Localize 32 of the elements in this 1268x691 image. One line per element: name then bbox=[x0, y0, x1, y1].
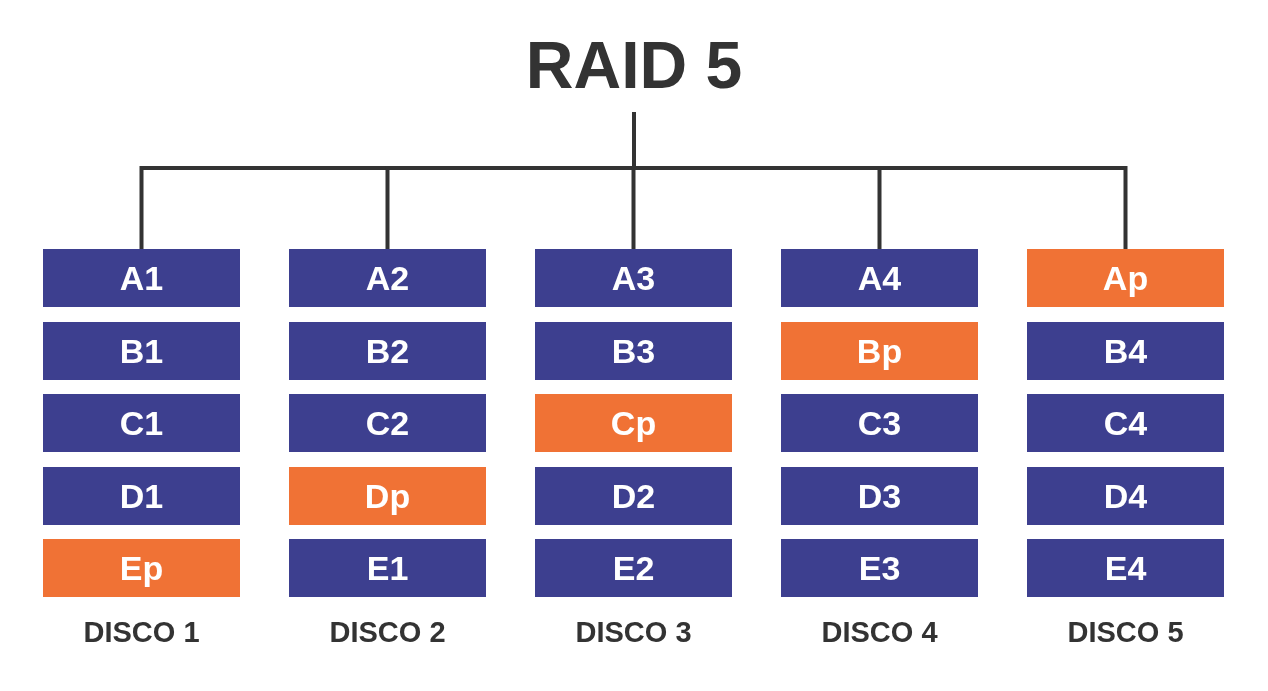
disk-label: DISCO 2 bbox=[328, 616, 447, 649]
disk-label: DISCO 1 bbox=[82, 616, 201, 649]
disk-label: DISCO 4 bbox=[820, 616, 939, 649]
data-block: B1 bbox=[43, 322, 240, 380]
data-block: Ep bbox=[43, 539, 240, 597]
data-block: Bp bbox=[781, 322, 978, 380]
data-block: A4 bbox=[781, 249, 978, 307]
data-block: B2 bbox=[289, 322, 486, 380]
data-block: C4 bbox=[1027, 394, 1224, 452]
data-block: A1 bbox=[43, 249, 240, 307]
data-block: B4 bbox=[1027, 322, 1224, 380]
data-block: D1 bbox=[43, 467, 240, 525]
data-block: E1 bbox=[289, 539, 486, 597]
connector-line bbox=[632, 112, 1128, 249]
data-block: A3 bbox=[535, 249, 732, 307]
data-block: E3 bbox=[781, 539, 978, 597]
data-block: Cp bbox=[535, 394, 732, 452]
data-block: A2 bbox=[289, 249, 486, 307]
data-block: D4 bbox=[1027, 467, 1224, 525]
data-block: C3 bbox=[781, 394, 978, 452]
data-block: D2 bbox=[535, 467, 732, 525]
data-block: C2 bbox=[289, 394, 486, 452]
data-block: E2 bbox=[535, 539, 732, 597]
data-block: B3 bbox=[535, 322, 732, 380]
data-block: Dp bbox=[289, 467, 486, 525]
data-block: Ap bbox=[1027, 249, 1224, 307]
data-block: C1 bbox=[43, 394, 240, 452]
data-block: E4 bbox=[1027, 539, 1224, 597]
disk-label: DISCO 5 bbox=[1066, 616, 1185, 649]
disk-label: DISCO 3 bbox=[574, 616, 693, 649]
data-block: D3 bbox=[781, 467, 978, 525]
title-text: RAID 5 bbox=[484, 22, 784, 108]
